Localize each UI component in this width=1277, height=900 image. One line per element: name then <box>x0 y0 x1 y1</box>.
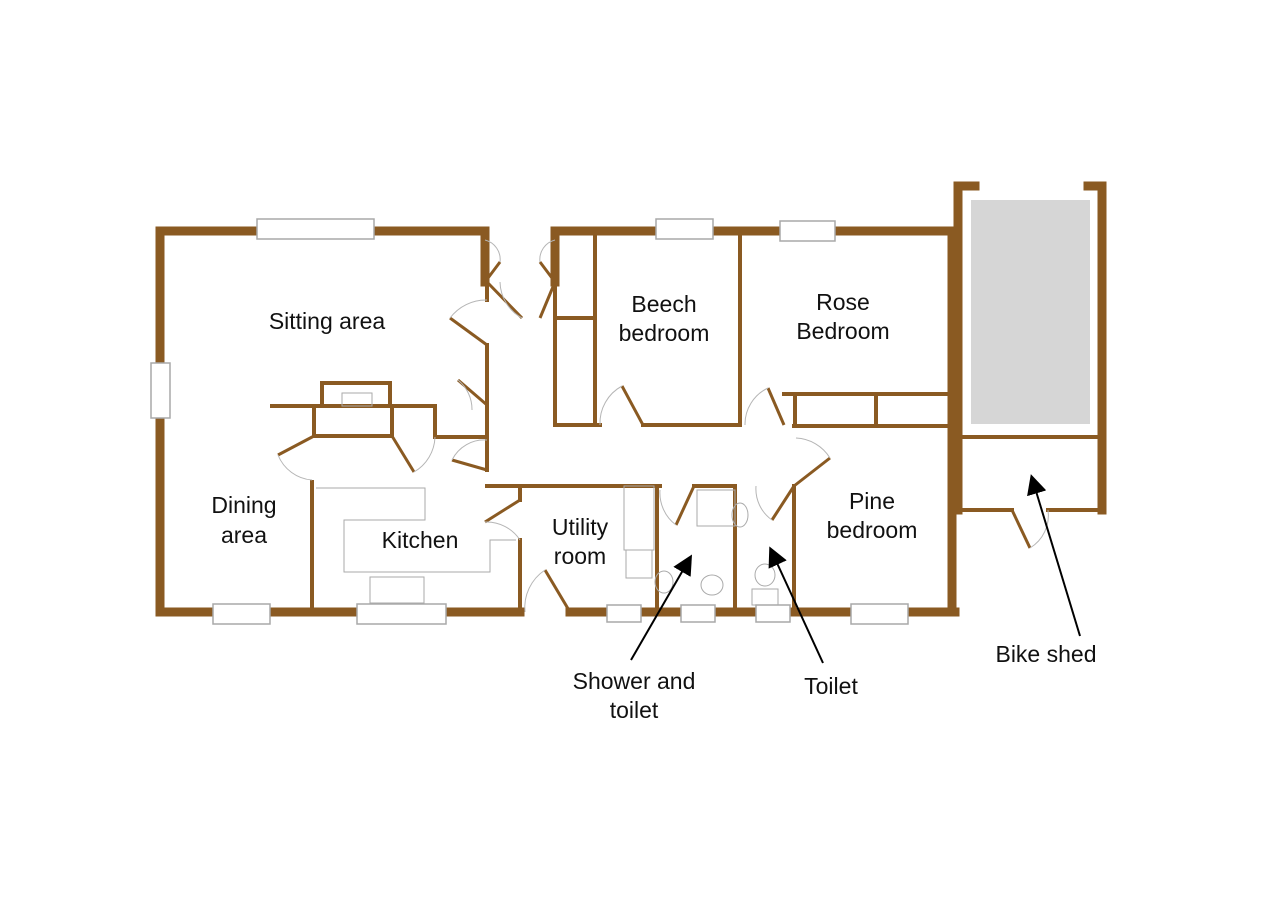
room-label-dining-line1: Dining <box>211 492 276 518</box>
callout-toilet: Toilet <box>804 673 858 699</box>
fixtures <box>316 485 779 606</box>
toilet-arrow <box>768 546 824 664</box>
interior-walls <box>270 229 954 614</box>
callout-shower-line1: Shower and <box>573 668 696 694</box>
room-label-pine-line2: bedroom <box>827 517 918 543</box>
room-label-rose-line1: Rose <box>816 289 870 315</box>
shed-floor-area <box>971 200 1090 424</box>
room-labels: Sitting area Beech bedroom Rose Bedroom … <box>211 289 917 569</box>
shower-arrow <box>630 554 693 661</box>
room-label-utility-line2: room <box>554 543 606 569</box>
room-label-beech-line2: bedroom <box>619 320 710 346</box>
room-label-sitting-area: Sitting area <box>269 308 386 334</box>
windows <box>150 218 909 625</box>
doors <box>277 239 831 613</box>
callouts: Shower and toilet Toilet Bike shed <box>573 474 1097 723</box>
bike-shed-arrow <box>1027 474 1081 637</box>
room-label-kitchen: Kitchen <box>382 527 459 553</box>
room-label-dining-line2: area <box>221 522 267 548</box>
room-label-rose-line2: Bedroom <box>796 318 889 344</box>
room-label-utility-line1: Utility <box>552 514 609 540</box>
callout-shower-line2: toilet <box>610 697 659 723</box>
room-label-pine-line1: Pine <box>849 488 895 514</box>
bike-shed-walls <box>953 181 1107 549</box>
room-label-beech-line1: Beech <box>631 291 696 317</box>
callout-bike-shed: Bike shed <box>995 641 1096 667</box>
